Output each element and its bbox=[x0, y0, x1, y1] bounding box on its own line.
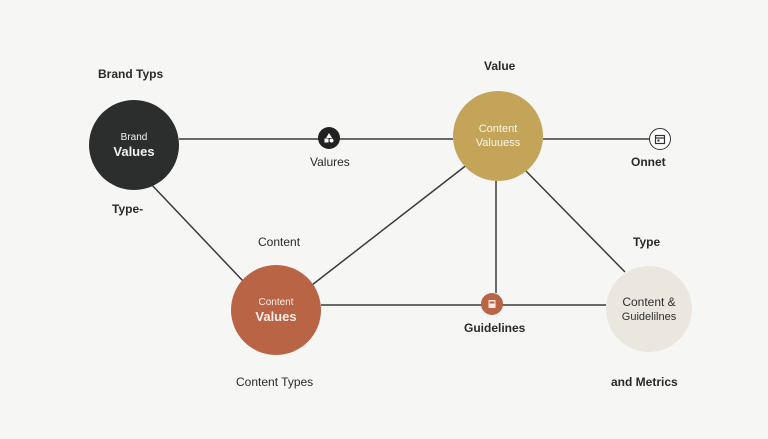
content-guidelines-node-line2: Guidelilnes bbox=[621, 311, 677, 323]
label-and-metrics: and Metrics bbox=[611, 375, 678, 389]
brand-values-node[interactable]: Brand Values bbox=[89, 100, 179, 190]
label-brand-typs: Brand Typs bbox=[98, 67, 164, 81]
content-values-node-line1: Content bbox=[258, 296, 294, 308]
label-content-types: Content Types bbox=[236, 375, 314, 389]
brand-values-node-line2: Values bbox=[113, 143, 155, 159]
label-guidelines: Guidelines bbox=[464, 321, 526, 335]
content-values-node-line2: Values bbox=[255, 308, 297, 324]
shapes-icon-glyph bbox=[324, 133, 334, 143]
edge-brand-content bbox=[149, 182, 244, 282]
content-valuuess-node[interactable]: Content Valuuess bbox=[453, 91, 543, 181]
document-icon-glyph bbox=[488, 300, 496, 308]
content-valuuess-node-line2: Valuuess bbox=[475, 137, 521, 149]
label-type-dash: Type- bbox=[112, 202, 144, 216]
edge-value-guidelines bbox=[524, 169, 626, 273]
document-icon[interactable] bbox=[481, 293, 503, 315]
label-value: Value bbox=[484, 59, 516, 73]
calendar-icon-glyph bbox=[654, 134, 666, 145]
content-guidelines-node[interactable]: Content & Guidelilnes bbox=[606, 266, 692, 352]
calendar-icon[interactable] bbox=[649, 128, 671, 150]
content-guidelines-node-line1: Content & bbox=[622, 295, 676, 309]
brand-values-node-line1: Brand bbox=[120, 131, 148, 143]
label-type: Type bbox=[633, 235, 661, 249]
content-valuuess-node-line1: Content bbox=[478, 123, 518, 135]
label-valures: Valures bbox=[310, 155, 350, 169]
content-values-node[interactable]: Content Values bbox=[231, 265, 321, 355]
label-content: Content bbox=[258, 235, 301, 249]
label-onnet: Onnet bbox=[631, 155, 666, 169]
shapes-icon[interactable] bbox=[318, 127, 340, 149]
edge-value-content bbox=[311, 163, 469, 286]
